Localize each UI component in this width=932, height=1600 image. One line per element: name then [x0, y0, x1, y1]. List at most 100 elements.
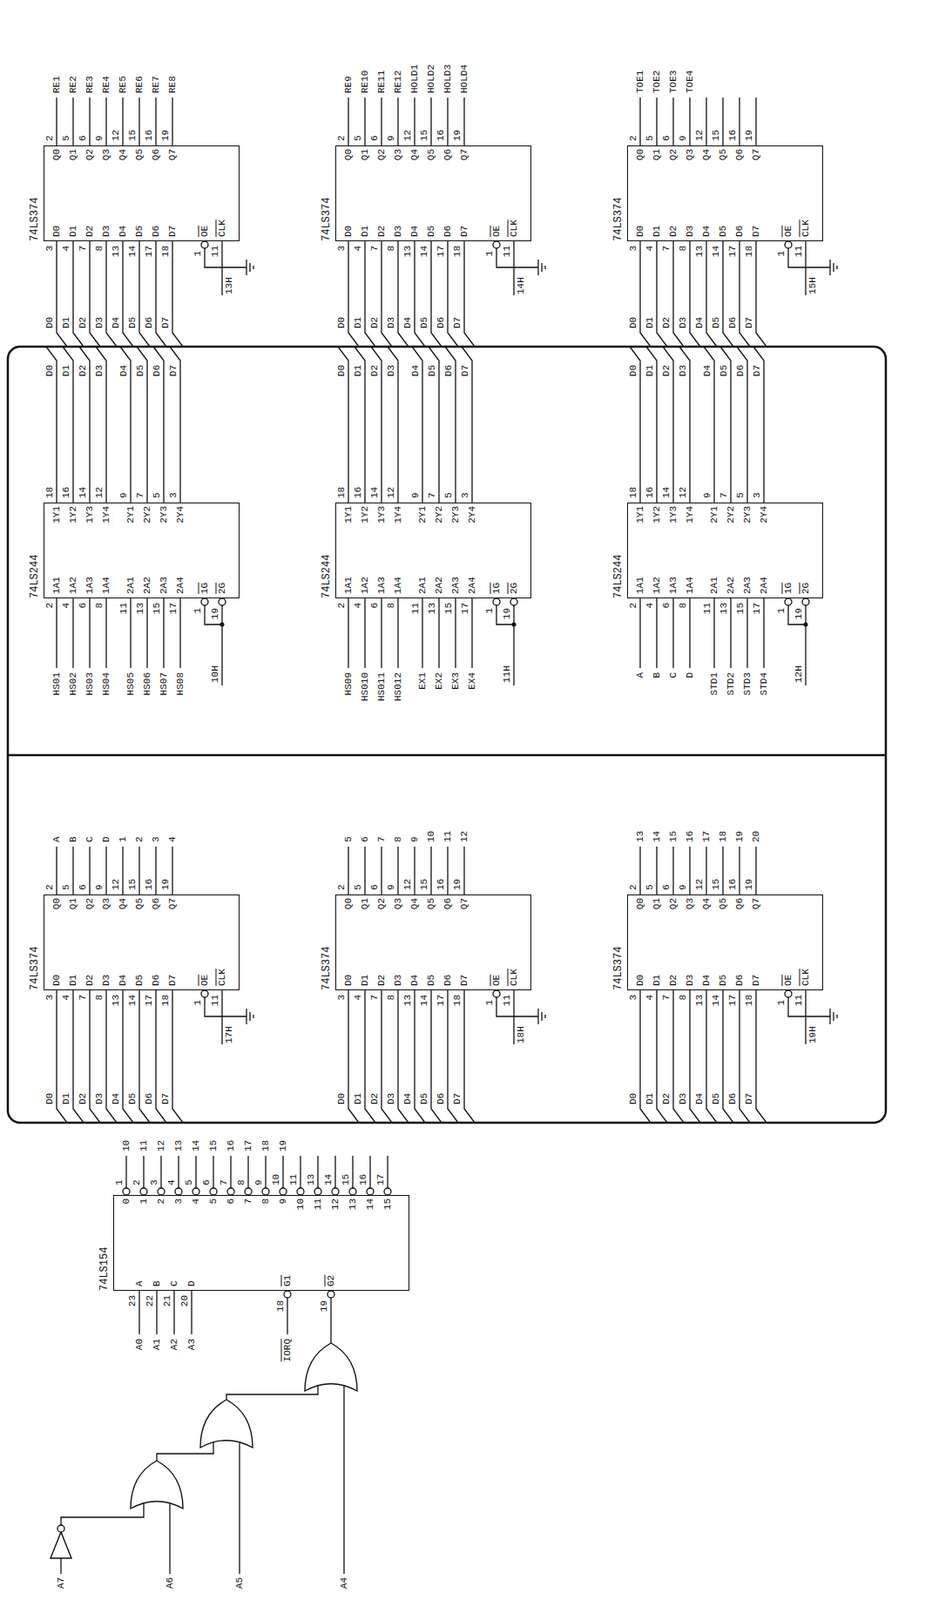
pin-name: D5 [716, 225, 729, 237]
wire [364, 241, 376, 347]
wire [513, 990, 514, 1045]
pin-number: 8 [385, 244, 398, 253]
pin-number: 9 [385, 883, 398, 892]
pin-name: 1Y3 [667, 506, 679, 524]
pin-number: 1 [484, 607, 496, 615]
pin-number: 6 [661, 883, 673, 892]
wire [172, 241, 183, 347]
net-label: B [67, 835, 80, 844]
wire [430, 846, 432, 895]
ground-symbol [537, 259, 539, 276]
pin-number: 8 [677, 601, 689, 610]
pin-number: 15 [127, 128, 139, 142]
pin-number: 4 [644, 601, 656, 610]
pin-number: 11 [702, 601, 714, 615]
net-label: 18 [717, 830, 730, 844]
wire [160, 1155, 162, 1189]
pin-number: 15 [710, 128, 723, 142]
pin-number: 12 [110, 128, 122, 142]
wire [146, 598, 148, 669]
ground-symbol [829, 259, 831, 276]
wire [804, 241, 806, 296]
pin-name: Q0 [50, 148, 62, 161]
pin-number: 6 [77, 134, 89, 142]
ground-symbol [252, 1014, 254, 1019]
pin-number: 4 [644, 244, 656, 253]
wire [204, 605, 223, 625]
pin-number: 13 [718, 601, 730, 615]
pin-name: D7 [166, 225, 178, 237]
pin-number: 16 [143, 128, 156, 142]
pin-name: D7 [749, 225, 762, 237]
pin-number: 14 [323, 1173, 335, 1187]
net-label: D4 [402, 316, 414, 330]
net-label: 9 [409, 835, 421, 844]
wire [105, 846, 107, 895]
ground-symbol [245, 259, 247, 276]
net-label: RE2 [67, 74, 80, 95]
net-label: 12 [155, 1139, 168, 1153]
pin-number: 13 [305, 1173, 318, 1187]
pin-name: 1G [198, 582, 210, 595]
net-label: HS09 [343, 671, 355, 696]
net-label: D2 [661, 316, 673, 330]
wire [413, 846, 415, 895]
wire [162, 598, 164, 669]
net-label: D6 [735, 364, 747, 378]
pin-number: 18 [44, 486, 56, 500]
pin-name: D1 [650, 974, 662, 987]
net-label: D5 [718, 364, 730, 378]
pin-name: 2Y1 [124, 506, 136, 524]
net-label: D0 [336, 1092, 348, 1106]
inversion-bubble [157, 1188, 165, 1196]
net-label: HOLD3 [442, 63, 454, 95]
data-bus [7, 346, 886, 1123]
net-label: A1 [151, 1337, 163, 1351]
inversion-bubble [244, 1188, 252, 1196]
net-label: 4 [167, 835, 179, 844]
pin-name: 2G [799, 582, 811, 595]
wire [672, 846, 674, 895]
wire [438, 598, 439, 669]
pin-name: D1 [67, 974, 79, 987]
net-label: D7 [160, 1092, 172, 1106]
chip-name: 74LS374 [320, 946, 333, 991]
wire [804, 990, 806, 1045]
wire [763, 598, 764, 669]
pin-number: 13 [110, 244, 122, 258]
inversion-bubble [297, 1188, 304, 1196]
pin-number: 13 [135, 601, 147, 615]
pin-number: 8 [677, 244, 689, 253]
pin-name: 2A2 [724, 576, 737, 595]
net-label: D7 [168, 364, 180, 378]
pin-name: Q5 [133, 148, 145, 161]
pin-number: 5 [443, 491, 455, 500]
net-label: D3 [677, 364, 689, 378]
pin-number: 12 [94, 486, 106, 500]
pin-number: 9 [702, 491, 714, 500]
pin-name: 3 [172, 1198, 184, 1205]
pin-name: Q2 [667, 148, 679, 161]
wire [121, 846, 123, 895]
inversion-bubble [784, 241, 792, 249]
net-label: 8 [392, 835, 405, 844]
pin-number: 8 [236, 1178, 248, 1187]
wire [60, 1558, 61, 1574]
pin-name: 1Y4 [391, 506, 404, 524]
wire [688, 598, 690, 669]
pin-name: CLK [799, 968, 811, 987]
net-label: D4 [110, 1092, 122, 1106]
inversion-bubble [122, 1188, 130, 1196]
pin-name: 2A3 [449, 576, 461, 595]
pin-name: B [150, 1280, 163, 1287]
net-label: D5 [418, 1092, 431, 1106]
pin-number: 11 [209, 244, 222, 258]
net-label: D3 [385, 316, 398, 330]
net-label: HS06 [141, 671, 154, 696]
pin-name: 1Y1 [634, 506, 646, 524]
inversion-bubble [279, 1188, 287, 1196]
inversion-bubble [331, 1188, 339, 1196]
pin-name: 2Y3 [449, 506, 461, 524]
net-label: 5 [343, 835, 355, 844]
pin-name: D7 [166, 974, 178, 987]
